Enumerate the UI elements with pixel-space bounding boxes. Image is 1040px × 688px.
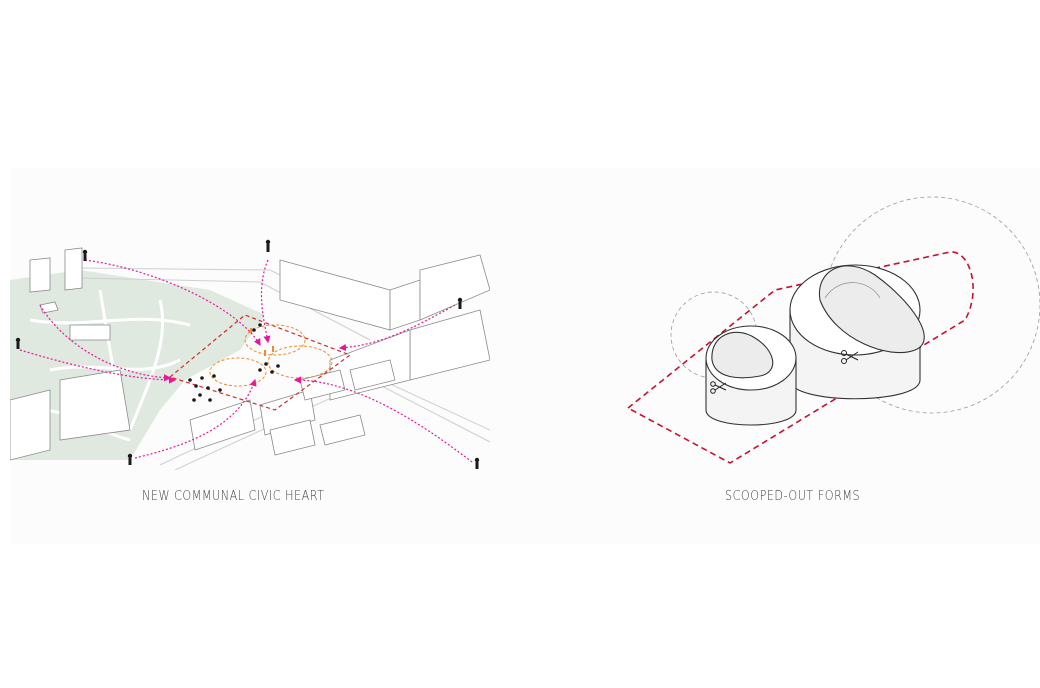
site-footprint	[626, 251, 974, 464]
movement-arrows	[19, 259, 473, 463]
activity-rings	[209, 324, 333, 387]
scissors-icon	[710, 381, 727, 394]
caption-scooped-forms: SCOOPED-OUT FORMS	[725, 489, 861, 504]
pedestrian-icon	[457, 297, 463, 309]
pedestrian-icon	[82, 249, 88, 261]
pedestrian-icon	[265, 239, 271, 252]
plaza-outline	[168, 314, 352, 411]
buildings	[10, 247, 490, 461]
pedestrian-icon	[15, 337, 21, 349]
scooped-forms-diagram	[626, 196, 1040, 464]
civic-heart-diagram	[10, 239, 490, 470]
crowd	[188, 323, 280, 402]
small-cylinder	[705, 325, 797, 426]
orange-figures	[250, 328, 274, 356]
large-cylinder	[789, 264, 925, 400]
scissors-icon	[841, 350, 859, 364]
pedestrian-icon	[127, 453, 133, 465]
caption-civic-heart: NEW COMMUNAL CIVIC HEART	[142, 489, 325, 504]
pedestrian-icon	[474, 457, 480, 469]
